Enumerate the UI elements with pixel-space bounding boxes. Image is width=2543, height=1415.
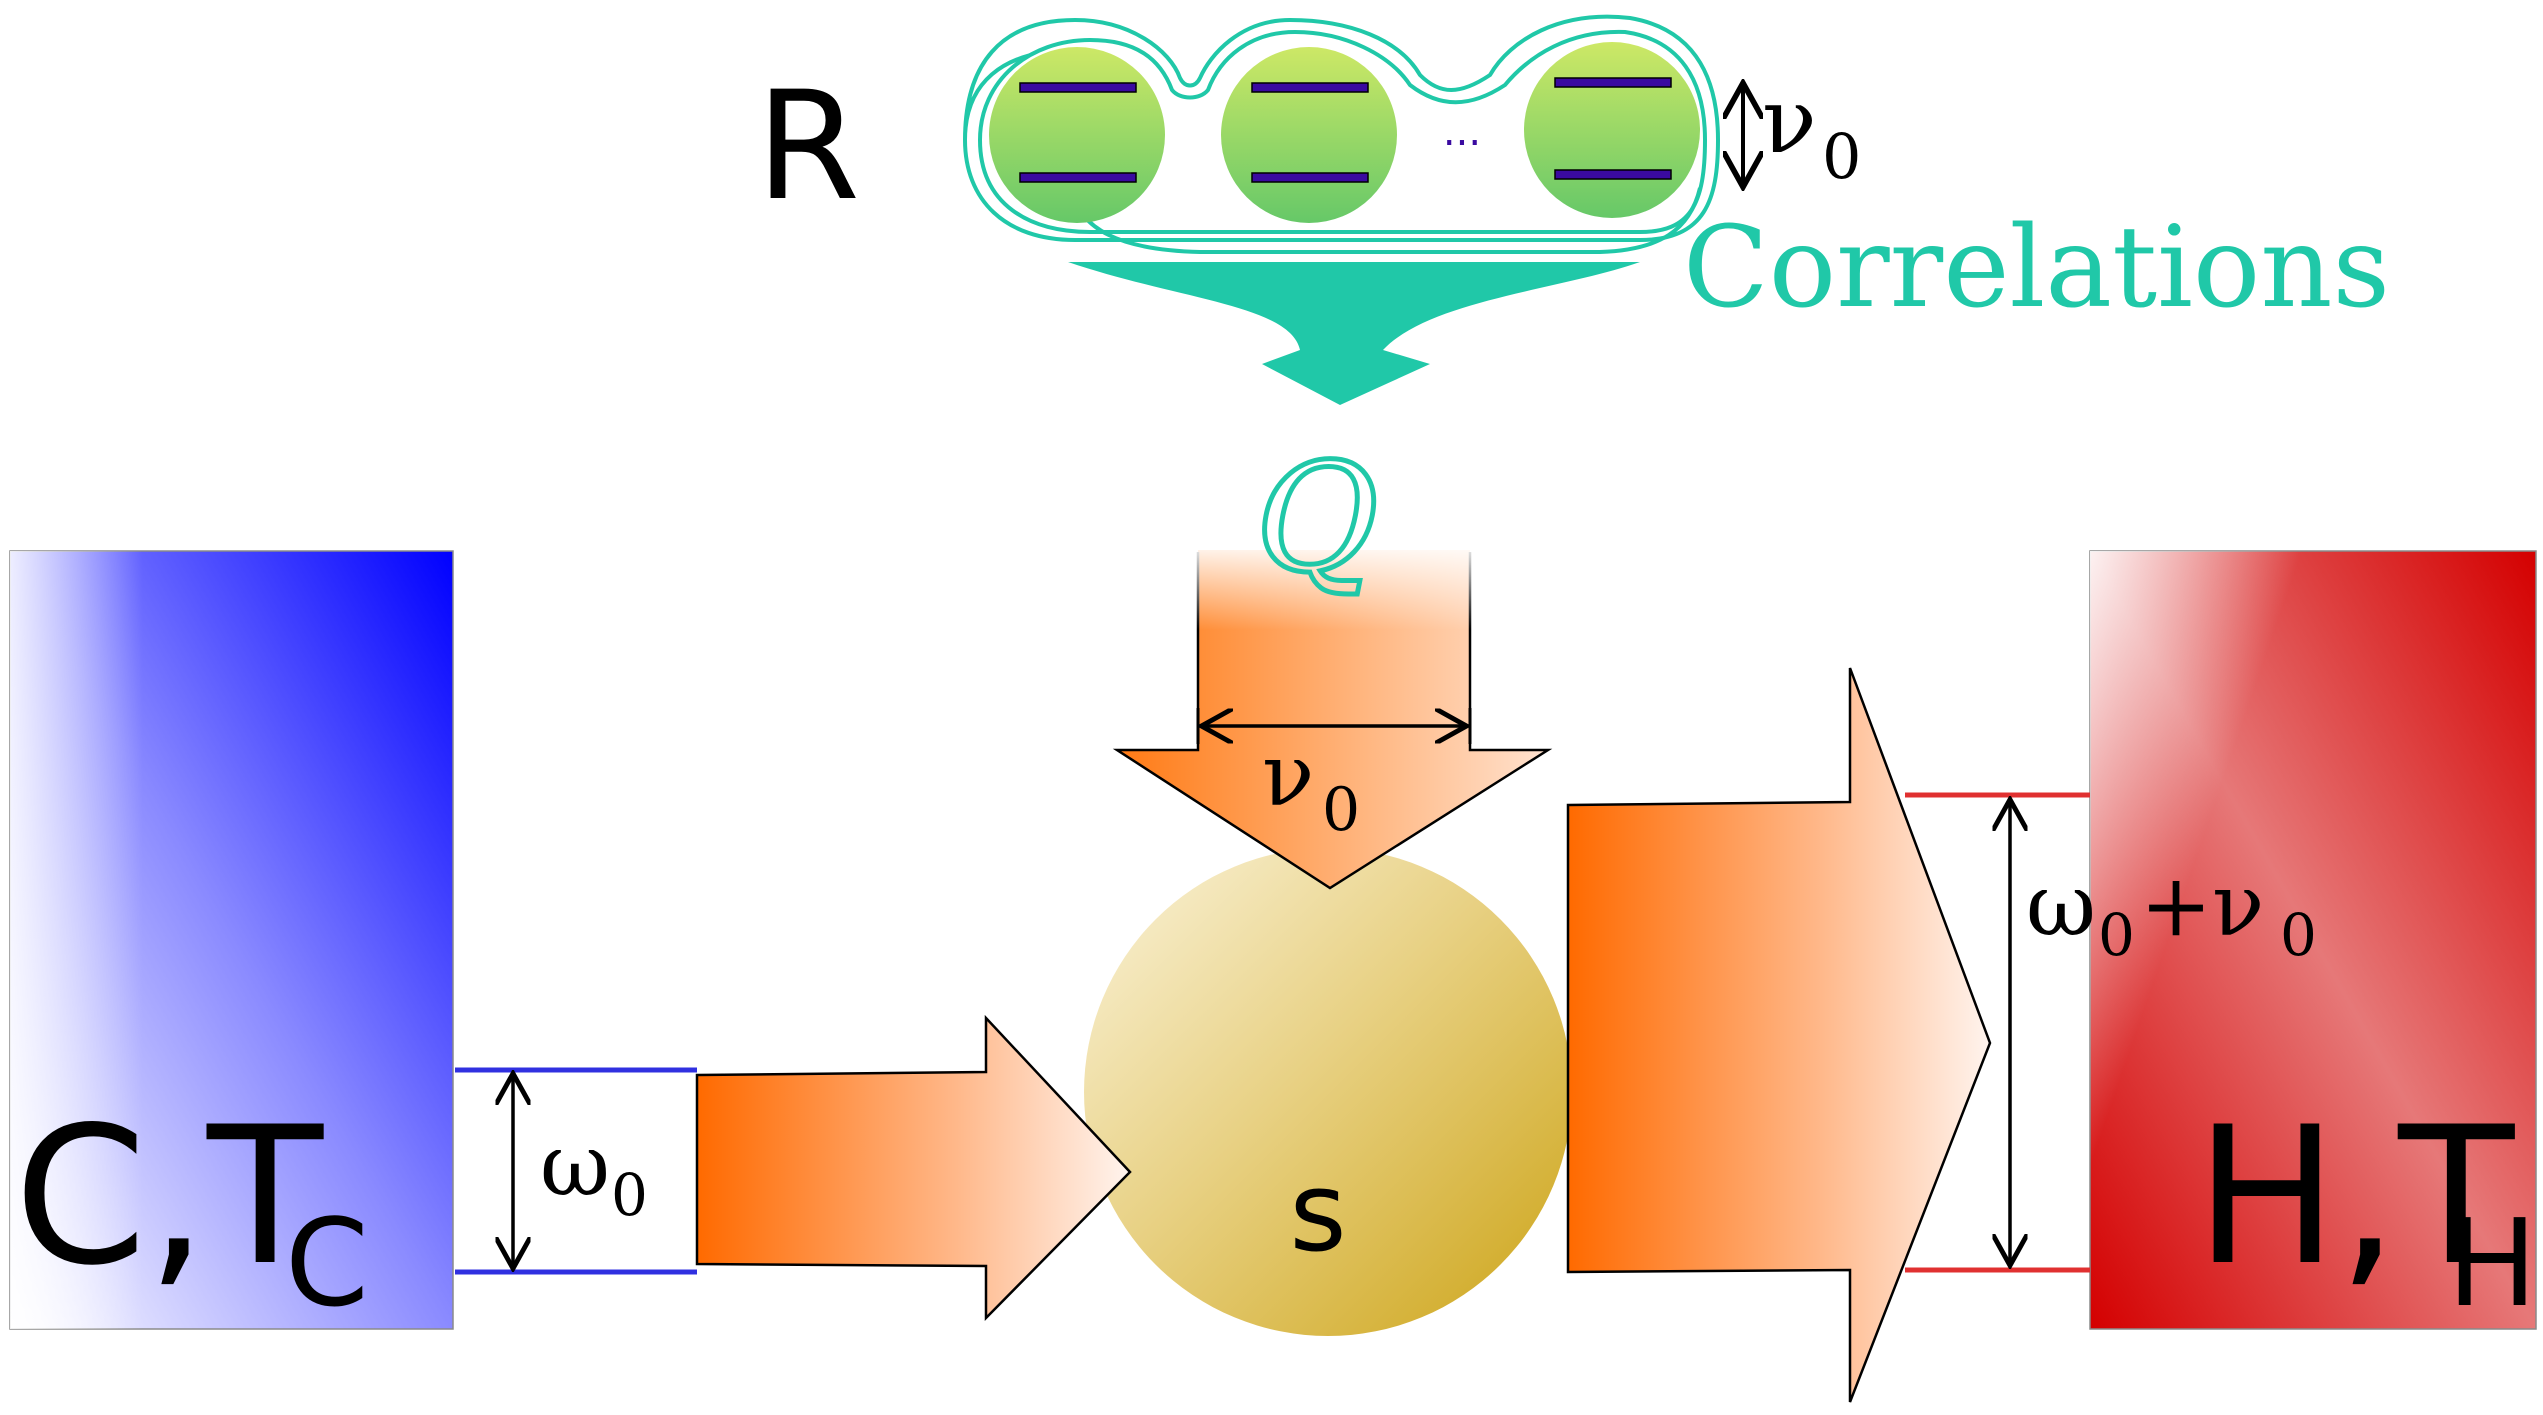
cold-bath: C,T C (9, 550, 454, 1334)
cold-to-system-arrow (695, 1014, 1132, 1322)
omega0-subscript: 0 (611, 1161, 648, 1229)
two-level-qubit-icon (1221, 47, 1397, 223)
system: s (1084, 848, 1572, 1336)
omega0-label: ω (540, 1116, 610, 1216)
omega-hot-label: ω (2026, 856, 2096, 956)
two-level-qubit-icon (989, 47, 1165, 223)
nu0-reservoir-label: ν (1762, 69, 1817, 174)
two-level-qubit-icon (1524, 42, 1700, 218)
nu0-arrow-subscript: 0 (1322, 775, 1360, 845)
system-to-hot-arrow (1566, 667, 1992, 1403)
cold-energy-gap: ω 0 (455, 1067, 697, 1275)
nu0-arrow-label: ν (1262, 726, 1314, 826)
cold-bath-subscript: C (285, 1195, 369, 1334)
hot-bath-subscript: H (2447, 1195, 2537, 1334)
reservoir-label: R (756, 60, 860, 234)
qubit-chain: ... (962, 14, 1721, 254)
correlations-label: Correlations (1683, 203, 2390, 333)
ellipsis: ... (1443, 109, 1481, 155)
svg-text:0: 0 (2098, 901, 2135, 969)
correlations-funnel (1068, 262, 1640, 405)
svg-text:+ν: +ν (2140, 856, 2264, 956)
system-label: s (1289, 1148, 1346, 1276)
nu0-reservoir-subscript: 0 (1822, 120, 1861, 193)
heat-input-arrow: ν 0 (1112, 540, 1553, 890)
hot-bath: H,T H (2089, 550, 2537, 1334)
hot-bath-label: H,T (2195, 1086, 2515, 1307)
cold-bath-label: C,T (14, 1086, 324, 1307)
hot-energy-gap: ω 0 +ν 0 (1905, 792, 2317, 1273)
svg-text:0: 0 (2280, 901, 2317, 969)
reservoir-energy-gap: ν 0 (1743, 69, 1861, 193)
heat-label: Q (1256, 432, 1379, 606)
